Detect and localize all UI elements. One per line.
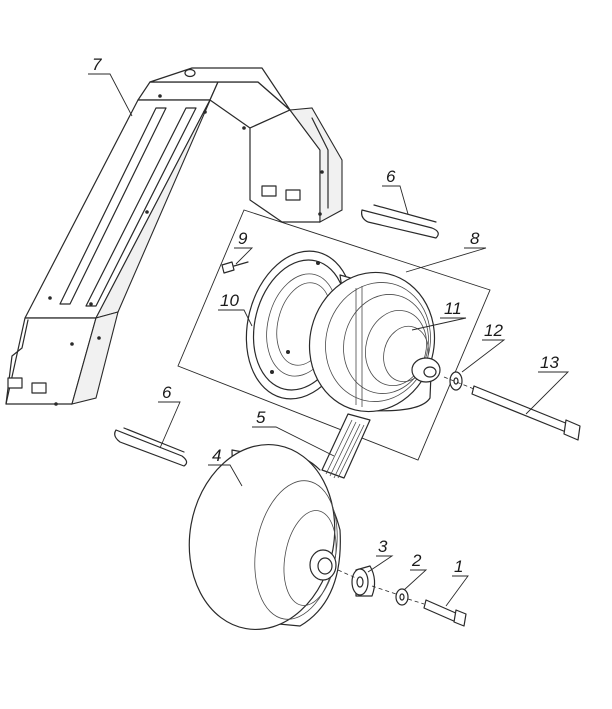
pin-clip-upper (361, 204, 439, 239)
clutch-pulley (308, 271, 441, 413)
callout-8: 8 (470, 229, 480, 248)
callout-5: 5 (256, 408, 266, 427)
bushing (351, 565, 376, 597)
leader-lines (88, 73, 570, 607)
washer-small (395, 588, 409, 606)
pin-clip-lower (114, 427, 188, 467)
callout-1: 1 (454, 557, 463, 576)
callout-3: 3 (378, 537, 388, 556)
callout-7: 7 (92, 55, 102, 74)
belt-guard-housing (5, 67, 343, 406)
washer-large (449, 371, 463, 391)
callout-4: 4 (212, 446, 221, 465)
callout-10: 10 (220, 291, 239, 310)
callout-13: 13 (540, 353, 559, 372)
callout-6-lower: 6 (162, 383, 172, 402)
callout-2: 2 (411, 551, 422, 570)
callout-labels: 7 6 8 9 10 11 12 13 6 5 4 3 2 1 (92, 55, 559, 576)
short-bolt (337, 569, 467, 627)
clutch-assembly-frame (177, 209, 491, 461)
small-bolt (221, 261, 249, 274)
callout-9: 9 (238, 229, 248, 248)
callout-12: 12 (484, 321, 503, 340)
callout-6-upper: 6 (386, 167, 396, 186)
driven-pulley (188, 443, 341, 631)
callout-11: 11 (444, 299, 462, 318)
long-bolt (443, 376, 581, 441)
